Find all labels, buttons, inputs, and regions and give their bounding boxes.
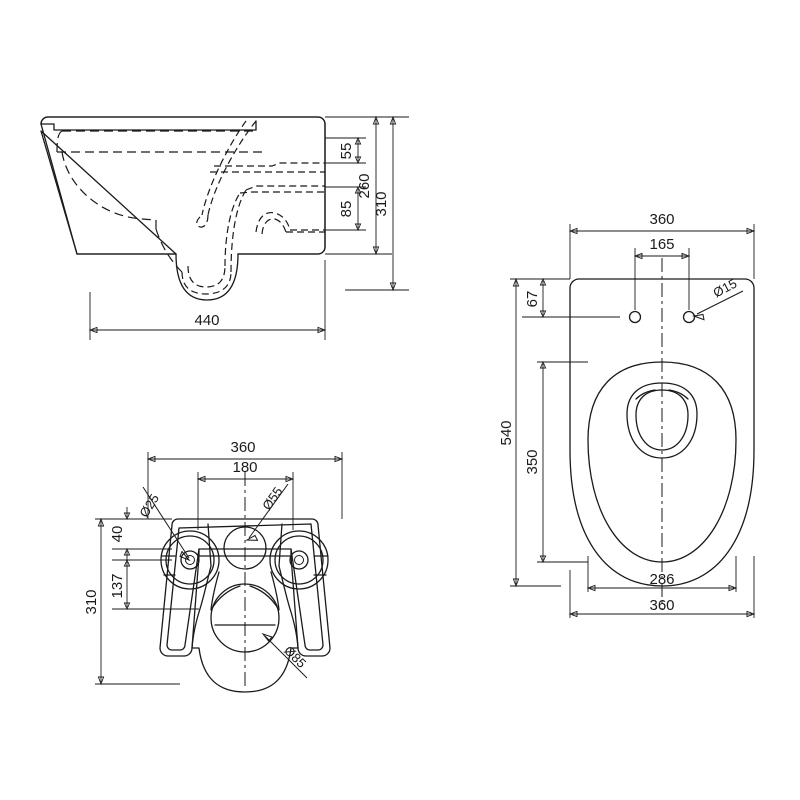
- dim-360-plan-bottom: 360: [568, 556, 756, 618]
- rear-water-inlet-circle: [223, 526, 267, 570]
- dim-67-plan: 67: [522, 277, 620, 319]
- rear-pan-body-outline: [191, 565, 299, 693]
- dim-286-plan: 286: [586, 556, 738, 592]
- dim-540-plan-label: 540: [498, 420, 515, 445]
- side-hidden-bowl-wall-lower: [155, 228, 183, 273]
- plan-fixing-hole-right: [682, 310, 696, 324]
- side-hidden-trap-inner-left: [181, 271, 232, 295]
- dim-85: 85: [325, 185, 366, 232]
- side-hidden-spill-curve-inner: [261, 218, 287, 235]
- dim-360-plan-bottom-label: 360: [649, 597, 674, 614]
- side-rim-notch: [40, 123, 63, 131]
- dim-350-plan-label: 350: [524, 449, 541, 474]
- plan-fixing-hole-left: [628, 310, 642, 324]
- plan-outer-plate-outline: [569, 278, 755, 587]
- dia-25-label: Ø25: [136, 491, 162, 520]
- dim-360-rear-label: 360: [230, 439, 255, 456]
- leader-dia-15: Ø15: [692, 276, 744, 321]
- side-trap-outer-curve: [175, 253, 239, 301]
- side-body-base-right: [40, 116, 326, 255]
- dim-310-rear-label: 310: [83, 589, 100, 614]
- dim-440-label: 440: [194, 312, 219, 329]
- side-hidden-trap-riser-inner: [224, 192, 241, 267]
- dim-260-label: 260: [356, 173, 373, 198]
- dim-137-rear: 137: [109, 558, 199, 611]
- side-hidden-ledge-1: [214, 162, 325, 167]
- rear-frame-sep-left: [207, 523, 212, 567]
- dim-310-rear: 310: [83, 517, 180, 686]
- leader-dia-85: Ø85: [261, 632, 309, 679]
- dim-310-side-label: 310: [373, 191, 390, 216]
- dim-286-plan-label: 286: [649, 571, 674, 588]
- side-hidden-outlet-upper: [245, 185, 325, 191]
- dim-55: 55: [325, 136, 366, 165]
- dim-360-plan-top: 360: [568, 211, 756, 279]
- view-rear-bracket: 360 180 40 137: [83, 439, 344, 693]
- dim-310-side: 310: [325, 115, 409, 292]
- plan-bowl-opening-inner: [635, 389, 689, 451]
- dim-165-plan: 165: [633, 236, 691, 310]
- side-hidden-flush-channel-tip: [196, 214, 209, 228]
- dim-360-plan-top-label: 360: [649, 211, 674, 228]
- dim-360-rear: 360: [146, 439, 344, 519]
- side-hidden-flush-channel-outer: [207, 120, 257, 216]
- dim-137-rear-label: 137: [109, 573, 126, 598]
- plan-bowl-opening-outer: [626, 382, 698, 459]
- dim-180-rear: 180: [196, 459, 295, 530]
- rear-frame-sep-right: [278, 523, 283, 567]
- dim-55-label: 55: [338, 143, 355, 160]
- dim-85-label: 85: [338, 201, 355, 218]
- dia-55-label: Ø55: [259, 484, 285, 513]
- plan-bowl-rim-outline: [587, 361, 737, 563]
- dim-165-plan-label: 165: [649, 236, 674, 253]
- rear-bracket-outline: [159, 518, 331, 657]
- dim-40-rear-label: 40: [109, 526, 126, 543]
- side-hidden-outlet-lower: [239, 191, 325, 194]
- side-hidden-spill-curve-outer: [255, 211, 291, 233]
- plan-bowl-cusp-right: [668, 389, 689, 400]
- plan-bowl-cusp-left: [635, 389, 656, 400]
- rear-pan-shoulder-left: [210, 571, 241, 611]
- dim-180-rear-label: 180: [232, 459, 257, 476]
- dim-440: 440: [88, 260, 327, 340]
- side-hidden-rim-cavity-left: [56, 130, 63, 153]
- view-side-section: 55 85 260 310: [40, 115, 409, 340]
- rear-pan-shoulder-right: [249, 571, 280, 611]
- side-hidden-trap-inner-right: [187, 265, 226, 288]
- rear-right-bolt-boss: [269, 530, 329, 590]
- dim-67-plan-label: 67: [524, 291, 541, 308]
- side-hidden-bowl-wall: [61, 151, 157, 221]
- side-hidden-flush-channel-inner: [201, 120, 247, 216]
- view-plan: 360 165 67 540: [498, 211, 756, 618]
- side-hidden-trap-riser-outer: [230, 189, 247, 273]
- rear-soil-outlet-circle: [210, 583, 280, 653]
- dim-350-plan: 350: [524, 360, 588, 564]
- dim-540-plan: 540: [498, 277, 570, 588]
